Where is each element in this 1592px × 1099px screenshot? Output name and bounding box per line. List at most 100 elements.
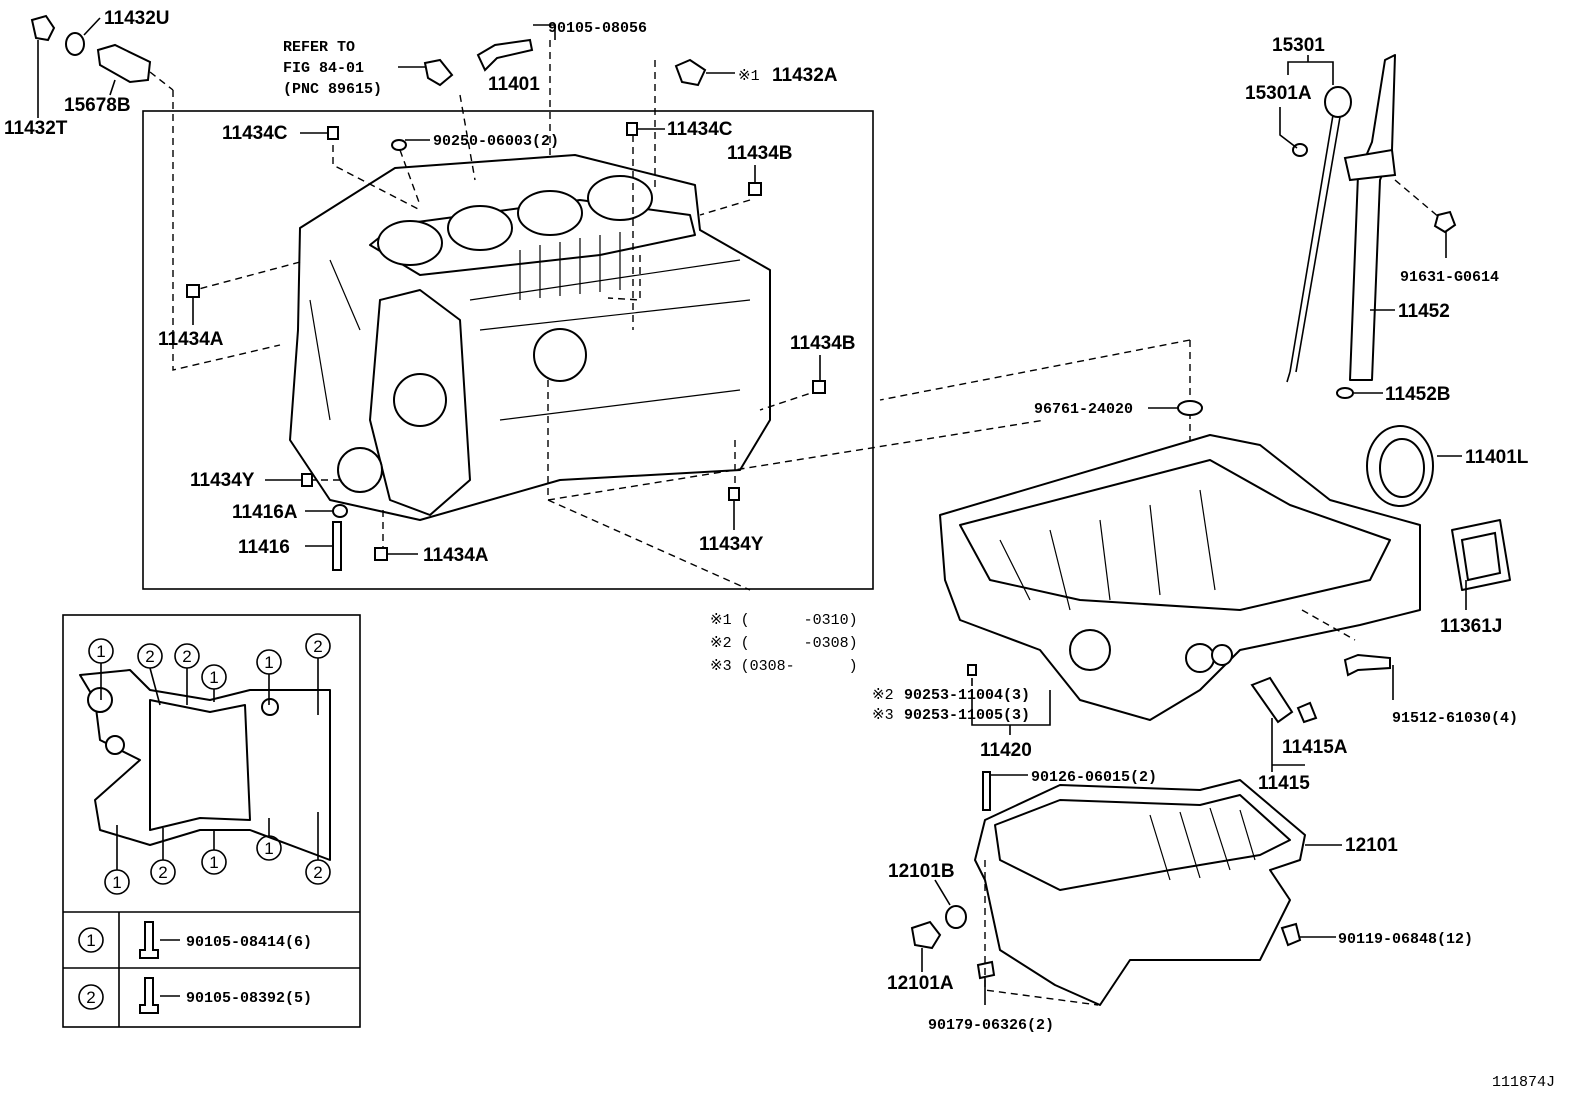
label-11416a: 11416A: [232, 502, 298, 523]
label-90253-11004: 90253-11004(3): [904, 687, 1030, 704]
fitting-15678b: [96, 43, 152, 84]
label-11434c-left: 11434C: [222, 123, 288, 144]
label-11434c-right: 11434C: [667, 119, 733, 140]
bolt1-icon: [139, 921, 159, 959]
strainer-11415: [1250, 676, 1294, 724]
drain-plug-12101a: [910, 920, 942, 950]
inset-num-11: 2: [313, 863, 322, 882]
bolt-90119: [1280, 922, 1302, 947]
o-ring-96761: [1177, 400, 1203, 416]
gasket-11415a: [1296, 701, 1318, 724]
plug-11432a: [674, 58, 707, 87]
label-11432a-mark: ※1: [738, 68, 760, 85]
label-11434a-left: 11434A: [158, 329, 224, 350]
inset-num-3: 2: [182, 647, 191, 666]
label-refer-to: REFER TO: [283, 39, 355, 56]
plug-11434y-right: [728, 487, 740, 501]
block-group-frame: [142, 110, 874, 590]
stud-11416: [332, 521, 342, 571]
label-11434y-left: 11434Y: [190, 470, 255, 491]
label-91512-61030: 91512-61030(4): [1392, 710, 1518, 727]
inset-num-1: 1: [96, 642, 105, 661]
label-15678b: 15678B: [64, 95, 131, 116]
pin-90250: [391, 139, 407, 151]
inset-bolt-callouts: 1 2 2 1 1 2 1 2 1 1 2: [88, 633, 331, 895]
label-11434b-top: 11434B: [727, 143, 793, 164]
label-96761-24020: 96761-24020: [1034, 401, 1133, 418]
label-12101a: 12101A: [887, 973, 954, 994]
legend-bolt1-num: 1: [86, 931, 95, 950]
label-15301a: 15301A: [1245, 83, 1312, 104]
label-pnc-89615: (PNC 89615): [283, 81, 382, 98]
oil-level-gauge: [1286, 54, 1457, 399]
plug-11432t: [30, 14, 56, 42]
label-91631-g0614: 91631-G0614: [1400, 269, 1499, 286]
gasket-12101b: [945, 905, 967, 929]
label-90250-06003: 90250-06003(2): [433, 133, 559, 150]
sensor-89615: [423, 58, 454, 87]
label-11432t: 11432T: [4, 118, 68, 139]
label-11452: 11452: [1398, 301, 1450, 322]
label-11434a-bottom: 11434A: [423, 545, 489, 566]
stud-90126: [982, 771, 991, 811]
bolt2-icon: [139, 977, 159, 1014]
oil-pan: [910, 771, 1306, 1006]
inset-num-8: 2: [158, 863, 167, 882]
gauge-guide-11452: [1349, 54, 1396, 381]
inset-num-2: 2: [145, 647, 154, 666]
legend-bolt2-part: 90105-08392(5): [186, 990, 312, 1007]
label-11415a: 11415A: [1282, 737, 1348, 758]
inset-num-4: 1: [209, 668, 218, 687]
inset-num-10: 1: [264, 839, 273, 858]
bolt-pattern-inset-frame: [62, 614, 361, 1028]
label-11415: 11415: [1258, 773, 1310, 794]
label-11452b: 11452B: [1385, 384, 1451, 405]
label-12101: 12101: [1345, 835, 1398, 856]
label-fig-84-01: FIG 84-01: [283, 60, 364, 77]
inset-num-6: 2: [313, 637, 322, 656]
label-90119-06848: 90119-06848(12): [1338, 931, 1473, 948]
o-ring-11452b: [1336, 387, 1354, 399]
plug-11434y-left: [301, 473, 313, 487]
label-11432u: 11432U: [104, 8, 170, 29]
inset-num-7: 1: [112, 873, 121, 892]
label-11416: 11416: [238, 537, 290, 558]
label-90253-b-mark: ※3: [872, 707, 894, 724]
label-90253-a-mark: ※2: [872, 687, 894, 704]
bolt-91512: [1343, 653, 1391, 677]
note-2: ※2 ( -0308): [710, 635, 858, 652]
plug-11434c-left: [327, 126, 339, 140]
label-11401l: 11401L: [1465, 447, 1529, 468]
label-15301: 15301: [1272, 35, 1325, 56]
bolt-pattern-drawing: [79, 669, 331, 861]
plug-11434a-left: [186, 284, 200, 298]
label-90126-06015: 90126-06015(2): [1031, 769, 1157, 786]
note-1: ※1 ( -0310): [710, 612, 858, 629]
label-11401: 11401: [488, 74, 540, 95]
label-11434b-right: 11434B: [790, 333, 856, 354]
lower-crankcase: [939, 400, 1511, 724]
label-90253-11005: 90253-11005(3): [904, 707, 1030, 724]
diagram-id: 111874J: [1492, 1074, 1555, 1091]
inset-num-9: 1: [209, 853, 218, 872]
note-3: ※3 (0308- ): [710, 658, 858, 675]
gasket-11432u: [65, 32, 85, 56]
washer-11416a: [332, 504, 348, 518]
bolt-90179: [976, 960, 996, 980]
inset-num-5: 1: [264, 653, 273, 672]
plug-11434b-right: [812, 380, 826, 394]
bolt-90105-08056: [476, 38, 534, 72]
legend-bolt1-part: 90105-08414(6): [186, 934, 312, 951]
label-11432a: 11432A: [772, 65, 838, 86]
bolt-91631: [1433, 210, 1457, 234]
cylinder-block: [289, 154, 771, 521]
label-11420: 11420: [980, 740, 1032, 761]
label-11434y-right: 11434Y: [699, 534, 764, 555]
label-12101b: 12101B: [888, 861, 955, 882]
stud-90253: [967, 664, 977, 676]
label-90179-06326: 90179-06326(2): [928, 1017, 1054, 1034]
plug-11434c-right: [626, 122, 638, 136]
plug-11434b-top: [748, 182, 762, 196]
legend-bolt2-num: 2: [86, 988, 95, 1007]
